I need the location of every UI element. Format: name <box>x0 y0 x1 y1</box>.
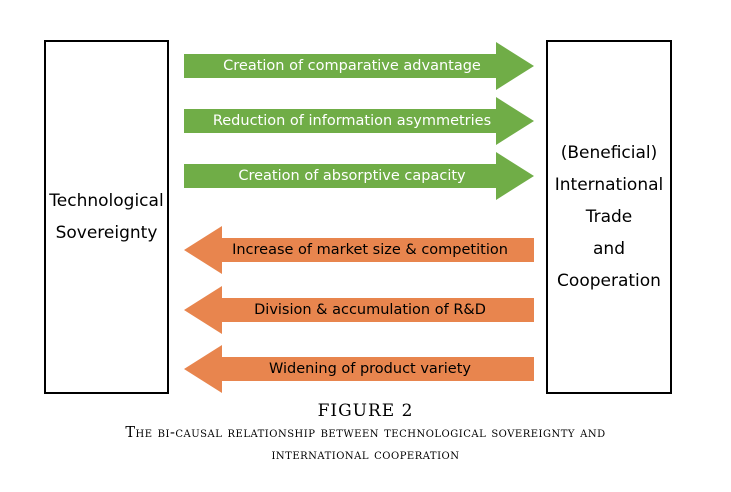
arrow-right-shape <box>184 152 534 200</box>
arrow-left-r-and-d: Division & accumulation of R&D <box>184 286 534 334</box>
arrow-left-shape <box>184 286 534 334</box>
arrow-label: Creation of comparative advantage <box>223 58 481 74</box>
arrow-right-absorptive-capacity: Creation of absorptive capacity <box>184 152 534 200</box>
arrow-left-market-size: Increase of market size & competition <box>184 226 534 274</box>
technological-sovereignty-box: Technological Sovereignty <box>44 40 169 394</box>
arrow-left-product-variety: Widening of product variety <box>184 345 534 393</box>
right-box-line-1: (Beneficial) <box>560 143 658 163</box>
right-box-line-4: and <box>593 239 625 259</box>
international-cooperation-box: (Beneficial) International Trade and Coo… <box>546 40 672 394</box>
arrow-right-shape <box>184 42 534 90</box>
figure-caption: FIGURE 2 The bi-causal relationship betw… <box>0 400 731 466</box>
caption-line-2: international cooperation <box>271 447 460 463</box>
arrow-right-shape <box>184 97 534 145</box>
figure-label: FIGURE 2 <box>317 401 414 421</box>
arrow-right-comparative-advantage: Creation of comparative advantage <box>184 42 534 90</box>
arrow-label: Reduction of information asymmetries <box>212 113 492 129</box>
arrow-label: Division & accumulation of R&D <box>254 302 486 318</box>
arrow-left-shape <box>184 345 534 393</box>
arrow-label: Creation of absorptive capacity <box>238 168 466 184</box>
right-box-line-5: Cooperation <box>557 271 661 291</box>
left-box-line-2: Sovereignty <box>55 223 158 243</box>
arrow-label: Widening of product variety <box>268 361 471 377</box>
left-box-line-1: Technological <box>49 191 164 211</box>
right-box-line-3: Trade <box>585 207 633 227</box>
caption-line-1: The bi-causal relationship between techn… <box>125 425 606 441</box>
arrow-label: Increase of market size & competition <box>232 242 508 258</box>
right-box-line-2: International <box>554 175 664 195</box>
arrow-right-information-asymmetries: Reduction of information asymmetries <box>184 97 534 145</box>
arrow-left-shape <box>184 226 534 274</box>
